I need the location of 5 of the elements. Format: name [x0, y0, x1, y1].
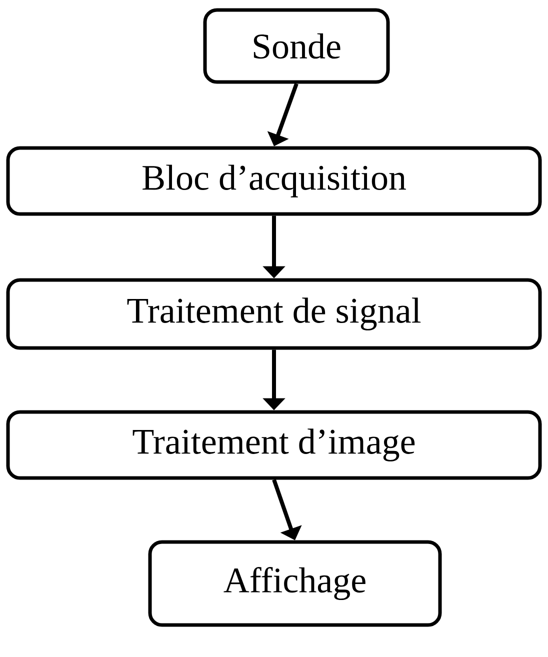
process-box: Traitement de signal — [6, 278, 542, 350]
process-box: Sonde — [203, 8, 390, 84]
process-box: Traitement d’image — [6, 410, 542, 480]
process-box: Bloc d’acquisition — [6, 146, 542, 216]
process-box: Affichage — [148, 540, 442, 627]
